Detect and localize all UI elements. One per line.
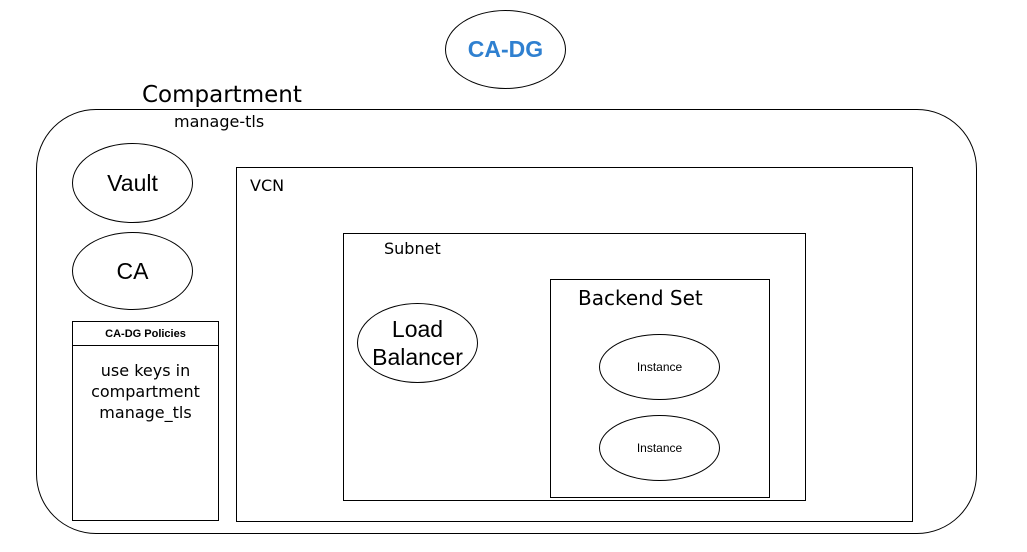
instance-label: Instance [636,360,683,374]
vault-label: Vault [107,169,158,196]
instance-label: Instance [636,441,683,455]
policies-body: use keys in compartment manage_tls [73,346,218,423]
policies-header: CA-DG Policies [73,322,218,346]
compartment-container [36,109,977,534]
compartment-subtitle: manage-tls [174,112,265,131]
policies-panel: CA-DG Policies use keys in compartment m… [72,321,219,521]
backend-set-label: Backend Set [578,286,703,310]
subnet-label: Subnet [384,239,441,258]
instance-node: Instance [599,334,720,400]
compartment-title: Compartment [142,82,302,108]
ca-dg-label: CA-DG [467,36,544,62]
policies-title: CA-DG Policies [105,327,186,340]
load-balancer-node: Load Balancer [357,303,478,383]
load-balancer-line: Load [391,316,444,342]
instance-node: Instance [599,415,720,481]
ca-dg-node: CA-DG [445,10,566,89]
ca-label: CA [116,257,149,284]
policy-line: compartment [91,382,200,401]
load-balancer-line: Balancer [372,344,463,370]
ca-node: CA [72,232,193,310]
vault-node: Vault [72,143,193,223]
policy-line: manage_tls [99,403,192,422]
policy-line: use keys in [100,361,191,380]
vcn-label: VCN [250,176,285,195]
